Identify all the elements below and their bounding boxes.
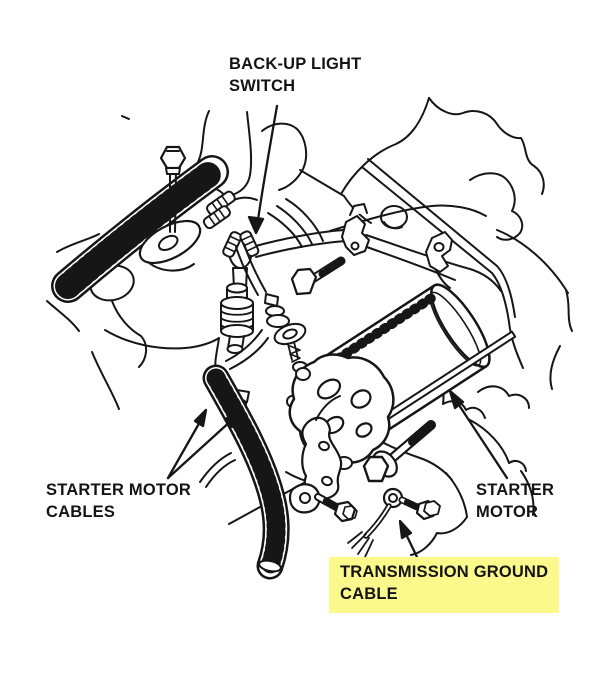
- corrugated-hose: [51, 155, 229, 303]
- label-transmission-ground-cable: TRANSMISSION GROUND CABLE: [329, 557, 560, 613]
- switch-body-stack: [220, 282, 254, 354]
- label-line: TRANSMISSION GROUND: [340, 563, 549, 581]
- label-starter-motor: STARTER MOTOR: [476, 480, 554, 524]
- label-line: BACK-UP LIGHT: [229, 55, 362, 73]
- label-line: STARTER MOTOR: [46, 481, 191, 499]
- label-starter-motor-cables: STARTER MOTOR CABLES: [46, 480, 191, 524]
- backup-light-switch-connectors: [202, 190, 260, 289]
- motor-upper-bolt: [290, 256, 346, 296]
- motor-rear-bracket: [425, 231, 453, 289]
- label-line: STARTER: [476, 481, 555, 499]
- hose-bracket-bolt: [138, 145, 202, 272]
- transmission-ground-cable-part: [347, 487, 441, 558]
- label-backup-light-switch: BACK-UP LIGHT SWITCH: [229, 54, 361, 98]
- label-line: MOTOR: [476, 502, 539, 521]
- label-line: CABLE: [340, 584, 398, 603]
- engine-block-outlines: [46, 97, 573, 556]
- label-line: CABLES: [46, 502, 116, 521]
- ribbed-conduit-cable: [202, 364, 290, 580]
- label-line: SWITCH: [229, 76, 296, 95]
- wiring-harness: [251, 203, 502, 292]
- leader-arrows: [166, 104, 509, 559]
- lower-bracket-hardware: [288, 395, 436, 523]
